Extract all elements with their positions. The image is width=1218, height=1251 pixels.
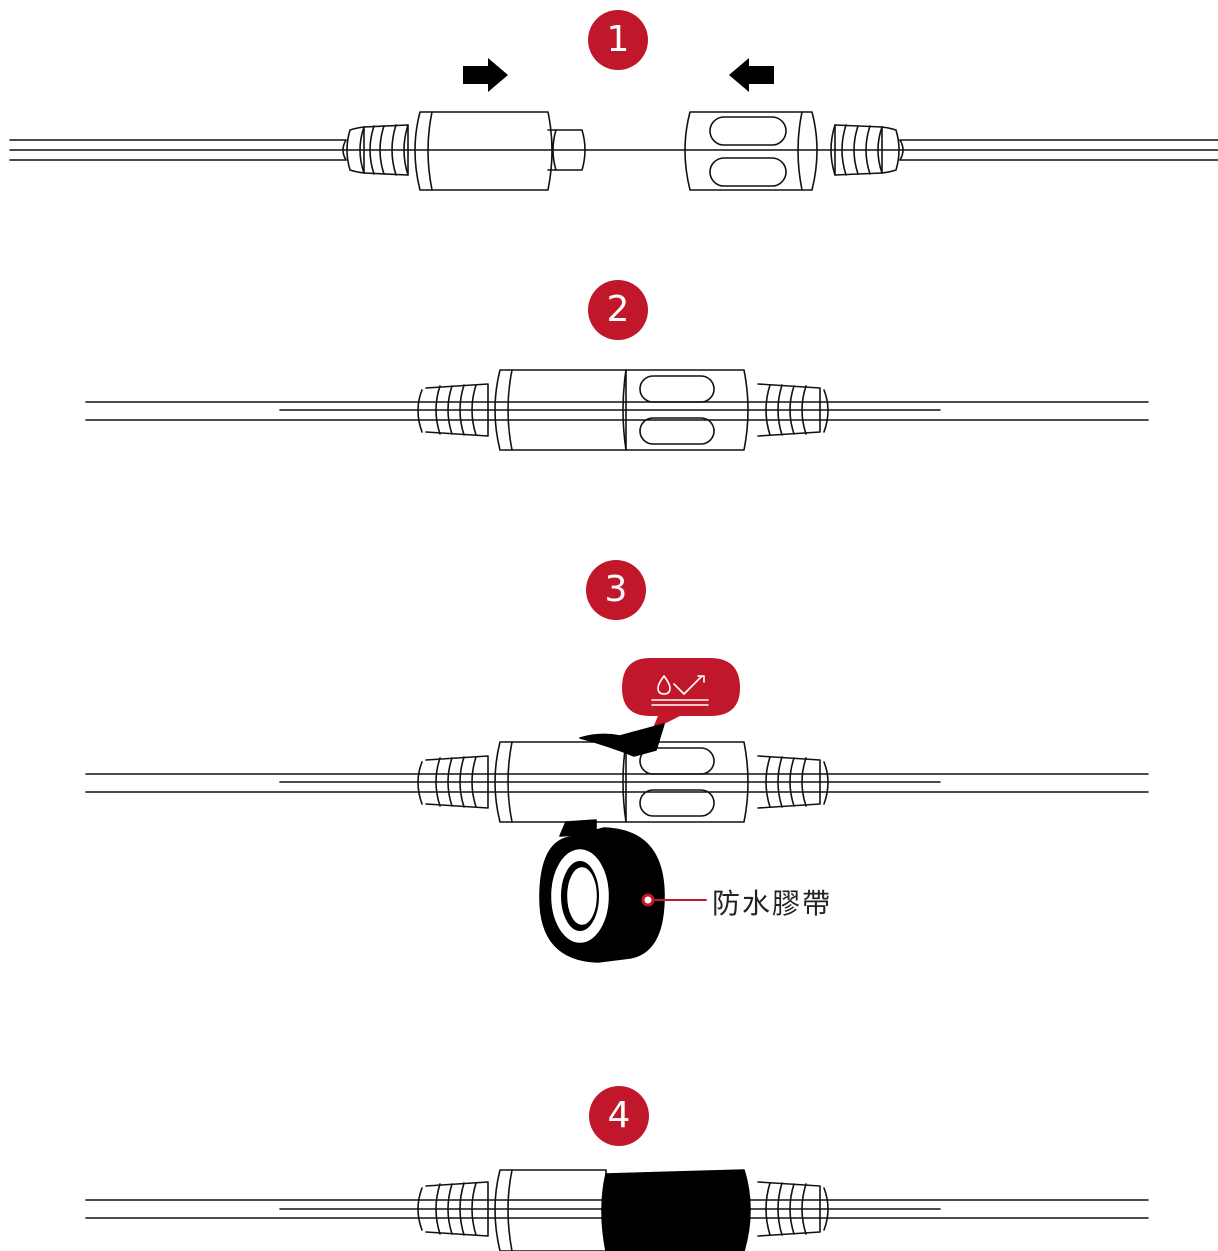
step-1-illustration (9, 58, 1218, 191)
step-1-badge: 1 (588, 10, 648, 70)
waterproof-bubble (622, 658, 740, 730)
wrapped-tape (601, 1169, 751, 1251)
step-1-right-cable (684, 111, 1218, 191)
waterproof-icon (651, 675, 709, 706)
step-4-badge: 4 (589, 1086, 649, 1146)
step-4-illustration (85, 1169, 1149, 1251)
tape-label: 防水膠帶 (712, 887, 833, 920)
step-1-left-cable (9, 111, 586, 191)
step-2-illustration (85, 369, 1149, 451)
step-2-badge: 2 (588, 280, 648, 340)
arrow-right-icon (463, 58, 508, 92)
arrow-left-icon (729, 58, 774, 92)
step-3-number: 3 (604, 569, 628, 610)
step-3-badge: 3 (586, 560, 646, 620)
tape-strip (579, 723, 665, 757)
step-3-illustration (85, 658, 1149, 963)
step-2-number: 2 (606, 289, 630, 330)
step-1-number: 1 (606, 19, 630, 60)
tape-roll-icon (539, 819, 665, 963)
step-4-number: 4 (607, 1095, 631, 1136)
